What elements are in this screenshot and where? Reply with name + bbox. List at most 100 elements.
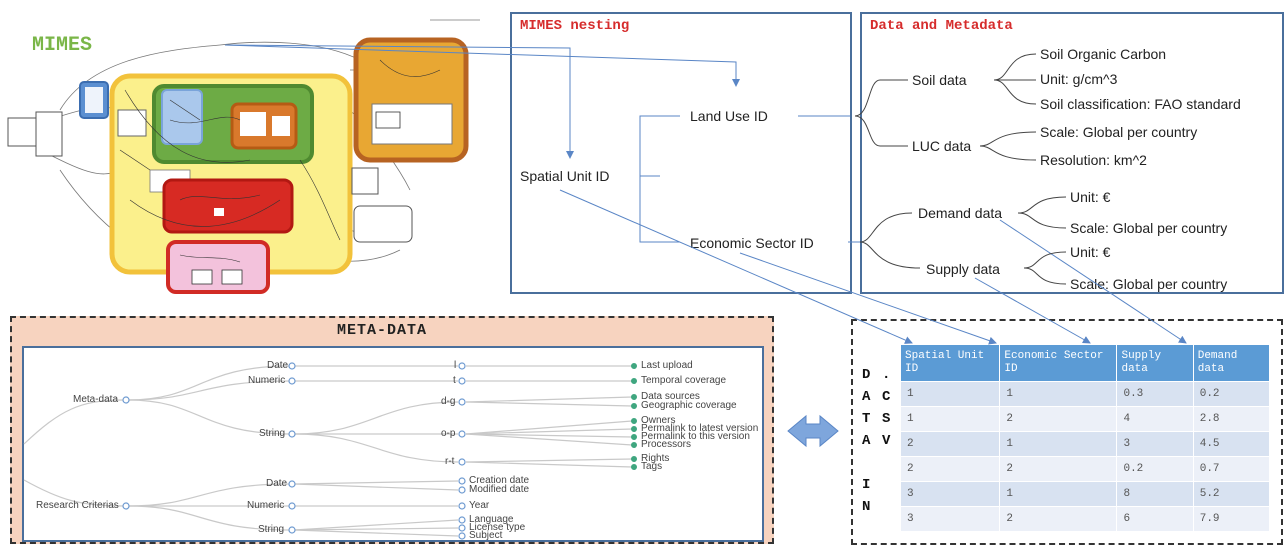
soil-data-label: Soil data xyxy=(912,72,967,88)
tree-leaf-label: Language xyxy=(469,514,514,525)
luc-item-label: Resolution: km^2 xyxy=(1040,152,1147,168)
tree-node-label: Date xyxy=(266,478,288,489)
table-cell: 6 xyxy=(1116,506,1194,532)
table-cell: 2 xyxy=(899,456,1001,482)
side-letter: T xyxy=(862,411,871,427)
side-letter: I xyxy=(862,477,871,493)
tree-leaf-label: Owners xyxy=(641,415,676,426)
side-letter: A xyxy=(862,433,871,449)
economic-sector-id-label: Economic Sector ID xyxy=(690,235,814,251)
demand-to-csv-arrow xyxy=(999,219,1187,344)
table-row: 3 2 6 7.9 xyxy=(899,506,1271,532)
tree-node-label: o-p xyxy=(441,428,456,439)
tree-node-label: Numeric xyxy=(248,375,286,386)
data-csv-panel xyxy=(851,319,1283,545)
meta-data-title: META-DATA xyxy=(336,322,427,339)
table-row: 1 2 4 2.8 xyxy=(899,406,1271,432)
side-letter: D xyxy=(862,367,871,383)
side-letter: V xyxy=(882,433,891,449)
mimes-diagram: MIMES xyxy=(0,0,500,295)
supply-to-csv-arrow xyxy=(974,277,1091,344)
tree-leaf-label: Tags xyxy=(641,461,663,472)
mimes-nesting-title: MIMES nesting xyxy=(520,18,630,34)
tree-leaf-label: Modified date xyxy=(469,484,530,495)
tree-node-label: String xyxy=(258,524,285,535)
tree-node-label: d-g xyxy=(441,396,456,407)
table-cell: 7.9 xyxy=(1192,506,1271,532)
table-cell: 2 xyxy=(899,431,1001,457)
table-cell: 3 xyxy=(899,481,1001,507)
table-cell: 0.2 xyxy=(1192,381,1271,407)
demand-data-label: Demand data xyxy=(918,205,1003,221)
table-header-row: Spatial Unit ID Economic Sector ID Suppl… xyxy=(899,344,1271,382)
tree-leaf-label: Subject xyxy=(469,530,503,541)
tree-leaf-label: License type xyxy=(469,522,526,533)
supply-data-label: Supply data xyxy=(926,261,1000,277)
tree-node-label: l xyxy=(454,360,457,371)
tree-node-label: String xyxy=(259,428,286,439)
table-row: 1 1 0.3 0.2 xyxy=(899,381,1271,407)
table-cell: 2 xyxy=(999,506,1118,532)
data-csv-table: Spatial Unit ID Economic Sector ID Suppl… xyxy=(899,344,1271,532)
data-and-metadata-title: Data and Metadata xyxy=(870,18,1013,34)
supply-item-label: Scale: Global per country xyxy=(1070,276,1228,292)
mimes-to-landuse-arrow xyxy=(224,44,740,87)
column-header: Economic Sector ID xyxy=(999,344,1118,382)
tree-leaf-label: Year xyxy=(469,500,490,511)
tree-leaf-label: Creation date xyxy=(469,475,530,486)
mimes-model-graphic xyxy=(7,19,480,294)
tree-leaf-label: Rights xyxy=(641,453,670,464)
tree-leaf-label: Last upload xyxy=(641,360,693,371)
tree-leaf-label: Permalink to latest version xyxy=(641,423,759,434)
demand-item-label: Scale: Global per country xyxy=(1070,220,1228,236)
mimes-title: MIMES xyxy=(32,34,93,57)
tree-node-label: Numeric xyxy=(247,500,285,511)
tree-leaf-label: Processors xyxy=(641,439,692,450)
soil-item-label: Soil classification: FAO standard xyxy=(1040,96,1241,112)
table-row: 2 1 3 4.5 xyxy=(899,431,1271,457)
side-letter: S xyxy=(882,411,891,427)
tree-leaf-label: Data sources xyxy=(641,391,700,402)
table-cell: 8 xyxy=(1116,481,1194,507)
meta-data-tree xyxy=(22,346,764,542)
luc-item-label: Scale: Global per country xyxy=(1040,124,1198,140)
side-letter: N xyxy=(862,499,871,515)
table-cell: 1 xyxy=(999,431,1118,457)
column-header: Demand data xyxy=(1192,344,1271,382)
tree-node-label: Research Criterias xyxy=(36,500,119,511)
table-row: 2 2 0.2 0.7 xyxy=(899,456,1271,482)
spatial-to-csv-arrow xyxy=(559,189,913,344)
nesting-bracket xyxy=(639,115,680,177)
economic-to-csv-arrow xyxy=(739,252,997,345)
demand-item-label: Unit: € xyxy=(1070,189,1111,205)
data-and-metadata-panel: Data and Metadata xyxy=(860,12,1284,294)
land-use-id-label: Land Use ID xyxy=(690,108,768,124)
tree-leaf-label: Permalink to this version xyxy=(641,431,750,442)
table-row: 3 1 8 5.2 xyxy=(899,481,1271,507)
tree-node-label: Date xyxy=(267,360,289,371)
table-cell: 2 xyxy=(999,456,1118,482)
supply-item-label: Unit: € xyxy=(1070,244,1111,260)
side-letter: C xyxy=(882,389,891,405)
table-cell: 3 xyxy=(899,506,1001,532)
spatial-unit-id-label: Spatial Unit ID xyxy=(520,168,610,184)
tree-node-label: t xyxy=(453,375,456,386)
soil-item-label: Soil Organic Carbon xyxy=(1040,46,1167,62)
tree-node-label: r-t xyxy=(445,456,455,467)
table-cell: 1 xyxy=(899,381,1001,407)
tree-leaf-label: Geographic coverage xyxy=(641,400,737,411)
table-cell: 0.3 xyxy=(1116,381,1194,407)
tree-node-label: Meta-data xyxy=(73,394,119,405)
side-letter: . xyxy=(882,367,891,383)
table-cell: 1 xyxy=(999,381,1118,407)
luc-data-label: LUC data xyxy=(912,138,972,154)
table-cell: 2.8 xyxy=(1192,406,1271,432)
table-cell: 3 xyxy=(1116,431,1194,457)
soil-item-label: Unit: g/cm^3 xyxy=(1040,71,1118,87)
table-cell: 5.2 xyxy=(1192,481,1271,507)
metadata-braces xyxy=(854,53,1067,285)
nesting-bracket xyxy=(639,176,680,243)
table-cell: 1 xyxy=(999,481,1118,507)
